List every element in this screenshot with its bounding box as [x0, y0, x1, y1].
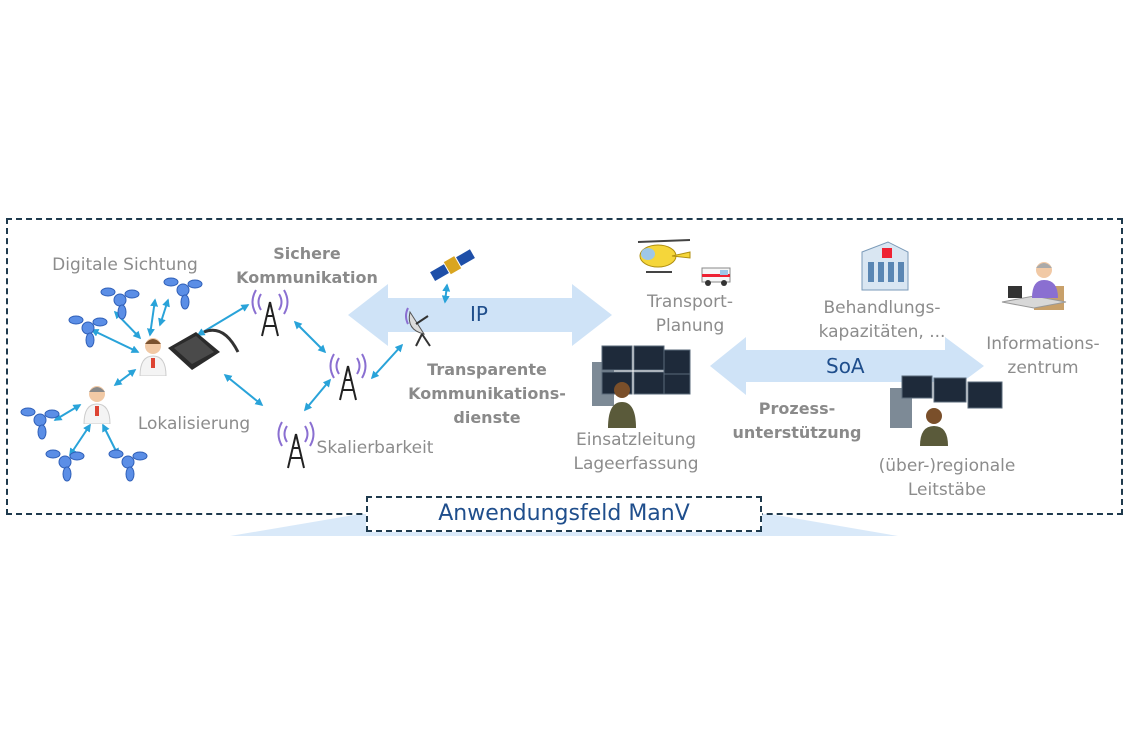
- sensor-node-icon: [20, 407, 60, 440]
- ambulance-icon: [701, 267, 731, 286]
- label-line: unterstützung: [732, 423, 862, 442]
- sensor-node-icon: [163, 277, 203, 310]
- monitor-wall-icon: [890, 375, 1003, 446]
- satellite-icon: [430, 249, 475, 281]
- label-line: Behandlungs-: [823, 298, 941, 318]
- doctor-icon: [83, 386, 111, 424]
- label-line: kapazitäten, ...: [818, 322, 946, 342]
- monitor-wall-icon: [592, 345, 691, 428]
- operator-icon: [1001, 262, 1067, 310]
- label-einsatzleitung: Einsatzleitung Lageerfassung: [573, 428, 698, 476]
- label-sichere-kommunikation: Sichere Kommunikation: [236, 242, 378, 290]
- label-skalierbarkeit: Skalierbarkeit: [316, 438, 434, 458]
- application-field-title: Anwendungsfeld ManV: [366, 496, 762, 532]
- label-line: dienste: [453, 408, 521, 427]
- label-lokalisierung: Lokalisierung: [137, 414, 251, 434]
- label-line: Transparente: [427, 360, 547, 379]
- label-line: Kommunikations-: [408, 384, 566, 403]
- helicopter-icon: [637, 239, 691, 273]
- label-line: (über-)regionale: [878, 456, 1016, 476]
- hospital-icon: [861, 241, 909, 291]
- label-transport-planung: Transport- Planung: [647, 290, 733, 338]
- label-line: Sichere: [273, 244, 341, 263]
- sensor-node-icon: [68, 315, 108, 348]
- sensor-node-icon: [45, 449, 85, 482]
- label-line: Kommunikation: [236, 268, 378, 287]
- satellite-dish-icon: [405, 307, 431, 347]
- label-digitale-sichtung: Digitale Sichtung: [52, 255, 198, 275]
- sensor-node-icon: [100, 287, 140, 320]
- radio-tower-icon: [329, 353, 367, 401]
- label-line: Transport-: [647, 292, 733, 312]
- tablet-device-icon: [168, 328, 240, 370]
- label-soa: SoA: [826, 354, 865, 378]
- label-leitstaebe: (über-)regionale Leitstäbe: [879, 454, 1016, 502]
- label-ip: IP: [470, 302, 488, 326]
- label-line: zentrum: [1007, 358, 1079, 378]
- label-prozessunterstuetzung: Prozess- unterstützung: [733, 397, 862, 445]
- sensor-node-icon: [108, 449, 148, 482]
- label-line: Prozess-: [758, 399, 836, 418]
- label-line: Leitstäbe: [907, 480, 987, 500]
- label-informationszentrum: Informations- zentrum: [986, 332, 1099, 380]
- radio-tower-icon: [251, 289, 289, 337]
- label-transparente-kommunikationsdienste: Transparente Kommunikations- dienste: [408, 358, 566, 430]
- label-line: Informations-: [986, 334, 1100, 354]
- doctor-icon: [139, 338, 167, 376]
- label-line: Einsatzleitung: [575, 430, 697, 450]
- label-behandlungskapazitaeten: Behandlungs- kapazitäten, ...: [819, 296, 946, 344]
- radio-tower-icon: [277, 421, 315, 469]
- label-line: Lageerfassung: [573, 454, 699, 474]
- label-line: Planung: [655, 316, 725, 336]
